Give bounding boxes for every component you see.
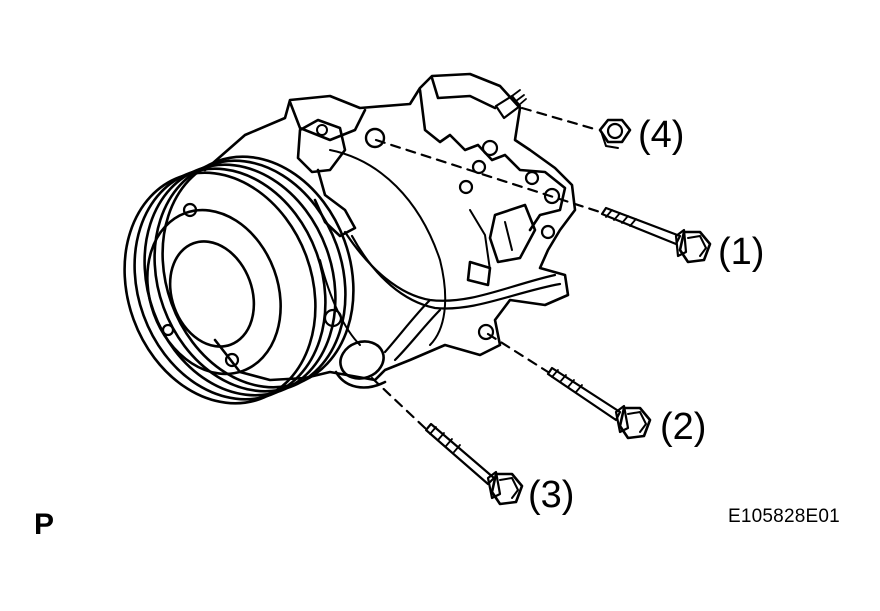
view-marker: P — [34, 508, 55, 541]
bolt-2-icon — [546, 366, 652, 440]
leader-line-3 — [370, 376, 427, 430]
callout-bolt-3: (3) — [528, 474, 575, 516]
bolt-1-icon — [600, 206, 712, 264]
bolt-3-icon — [424, 422, 524, 506]
callout-nut-4: (4) — [638, 114, 685, 156]
compressor-body — [203, 72, 577, 389]
leader-lines — [370, 106, 602, 430]
leader-line-1 — [374, 138, 602, 214]
figure-code: E105828E01 — [728, 506, 840, 527]
callout-bolt-1: (1) — [718, 231, 765, 273]
magnetic-clutch-pulley — [123, 155, 355, 405]
callout-bolt-2: (2) — [660, 406, 707, 448]
leader-line-4 — [520, 106, 600, 132]
leader-line-2 — [486, 332, 550, 374]
nut-4-icon — [598, 118, 632, 149]
stud-bolt — [494, 89, 527, 120]
